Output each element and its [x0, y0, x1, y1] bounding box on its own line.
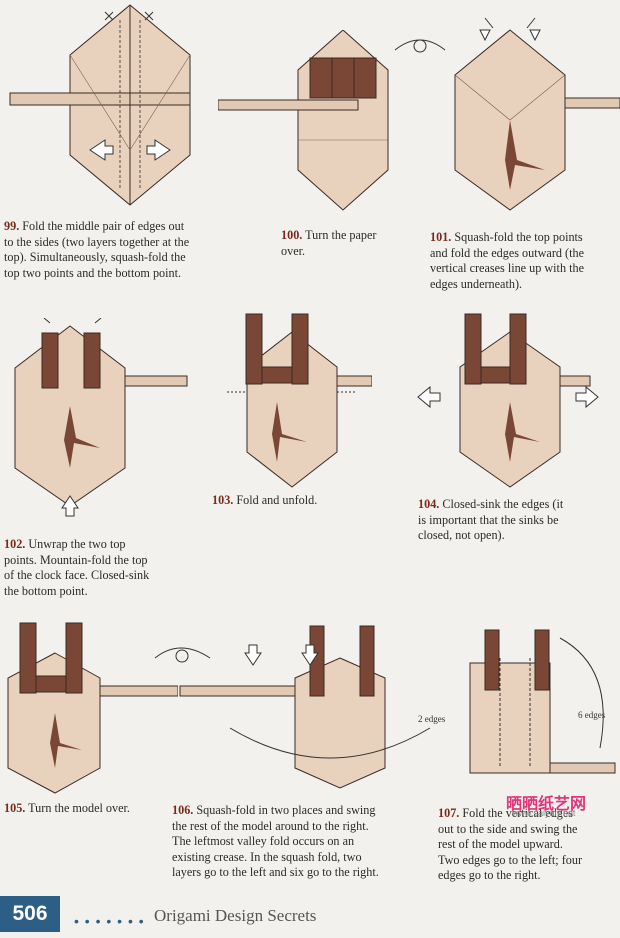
label-six-edges: 6 edges [578, 710, 606, 720]
diagram-step-105 [7, 622, 178, 794]
diagram-step-106 [154, 625, 431, 789]
step-text: Fold the vertical edges out to the side … [438, 806, 583, 883]
caption-step-99: 99. Fold the middle pair of edges out to… [4, 219, 244, 281]
diagram-step-107 [469, 629, 616, 774]
step-text: Unwrap the two top points. Mountain-fold… [4, 537, 150, 598]
step-number: 100. [281, 228, 303, 242]
caption-step-107: 107. Fold the vertical edges out to the … [438, 806, 618, 884]
step-number: 106. [172, 803, 194, 817]
diagram-step-99 [9, 4, 191, 206]
diagram-step-103 [227, 313, 372, 488]
page-number: 506 [0, 896, 60, 932]
diagram-step-104 [417, 313, 599, 488]
caption-step-106: 106. Squash-fold in two places and swing… [172, 803, 434, 881]
caption-step-100: 100. Turn the paper over. [281, 228, 421, 259]
step-text: Turn the paper over. [281, 228, 377, 258]
label-two-edges: 2 edges [418, 714, 446, 724]
step-number: 104. [418, 497, 440, 511]
diagram-step-100 [218, 30, 389, 211]
step-number: 107. [438, 806, 460, 820]
caption-step-105: 105. Turn the model over. [4, 801, 174, 817]
step-number: 99. [4, 219, 20, 233]
step-text: Closed-sink the edges (it is important t… [418, 497, 564, 543]
step-text: Fold the middle pair of edges out to the… [4, 219, 190, 280]
step-number: 105. [4, 801, 26, 815]
diagram-step-101 [394, 17, 620, 211]
step-text: Turn the model over. [28, 801, 130, 815]
watermark-url: www.saiyaiy.net [512, 808, 576, 818]
caption-step-104: 104. Closed-sink the edges (it is import… [418, 497, 618, 544]
step-text: Fold and unfold. [236, 493, 318, 507]
step-number: 102. [4, 537, 26, 551]
caption-step-101: 101. Squash-fold the top points and fold… [430, 230, 620, 292]
footer-dots: • • • • • • • [74, 913, 145, 929]
page-footer: 506 • • • • • • • Origami Design Secrets [0, 896, 620, 938]
step-number: 103. [212, 493, 234, 507]
step-number: 101. [430, 230, 452, 244]
step-text: Squash-fold in two places and swing the … [172, 803, 379, 880]
caption-step-102: 102. Unwrap the two top points. Mountain… [4, 537, 204, 599]
book-title: Origami Design Secrets [154, 906, 317, 925]
watermark-logo: 晒晒纸艺网 [506, 794, 587, 813]
step-text: Squash-fold the top points and fold the … [430, 230, 584, 291]
diagram-step-102 [14, 318, 188, 517]
caption-step-103: 103. Fold and unfold. [212, 493, 392, 509]
